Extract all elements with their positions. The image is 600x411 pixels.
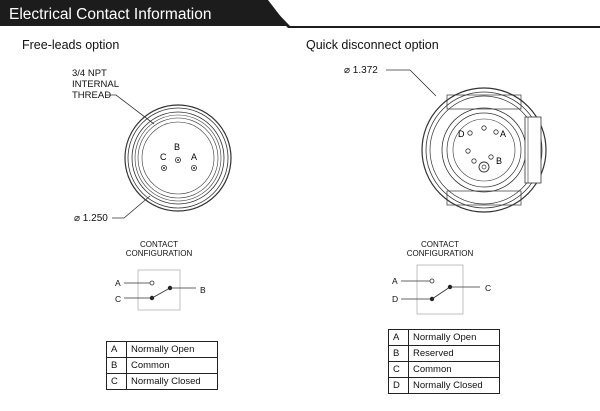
switch-label-b: B [200, 285, 206, 295]
thread-leader-line [106, 94, 155, 125]
header-background: Electrical Contact Information [0, 0, 600, 28]
table-row: B Common [106, 357, 218, 374]
header-bar: Electrical Contact Information [0, 0, 600, 32]
qd-config-title-1: CONTACT [421, 240, 459, 249]
qd-pin-label-a: A [500, 129, 506, 139]
qd-contact-config: CONTACT CONFIGURATION A D C [392, 240, 491, 315]
qd-pin-left [465, 148, 471, 154]
qd-switch-label-d: D [392, 294, 398, 304]
qd-diameter-label: ⌀ 1.372 [344, 65, 378, 76]
thread-label-line-2: INTERNAL [72, 79, 119, 90]
contact-value: Normally Closed [408, 377, 500, 394]
contact-value: Normally Closed [126, 373, 218, 390]
qd-pin-d [467, 130, 473, 136]
pin-b [174, 156, 181, 163]
table-row: A Normally Open [388, 329, 500, 346]
free-leads-contact-table: A Normally Open B Common C Normally Clos… [106, 341, 218, 390]
thread-label-line-1: 3/4 NPT [72, 68, 107, 79]
thread-label: 3/4 NPT INTERNAL THREAD [72, 68, 119, 101]
contact-key: A [106, 341, 127, 358]
qd-contact-table: A Normally Open B Reserved C Common D No… [388, 329, 500, 394]
pin-label-b: B [174, 142, 180, 152]
table-row: D Normally Closed [388, 377, 500, 394]
header-title: Electrical Contact Information [9, 6, 211, 23]
free-leads-contact-config: CONTACT CONFIGURATION A C B [115, 240, 206, 311]
free-leads-switch-box [137, 269, 181, 311]
pin-a-center [193, 167, 195, 169]
pin-a [190, 164, 197, 171]
qd-pin-lower [471, 158, 477, 164]
contact-value: Common [408, 361, 500, 378]
pin-label-c: C [160, 152, 167, 162]
free-leads-title: Free-leads option [22, 38, 120, 52]
qd-pin-b [488, 154, 494, 160]
switch-label-c: C [115, 294, 121, 304]
free-leads-pins: C B A [160, 142, 197, 171]
contact-value: Common [126, 357, 218, 374]
pin-c-center [163, 167, 165, 169]
qd-switch-box [416, 264, 464, 315]
table-row: C Common [388, 361, 500, 378]
qd-switch-label-c: C [485, 283, 491, 293]
contact-key: A [388, 329, 409, 346]
qd-pin-label-b: B [496, 156, 502, 166]
qd-pin-key-inner [481, 164, 487, 170]
quick-disconnect-title: Quick disconnect option [306, 38, 439, 52]
qd-pin-a [493, 129, 499, 135]
qd-config-title-2: CONFIGURATION [407, 249, 474, 258]
contact-key: C [388, 361, 409, 378]
contact-value: Normally Open [126, 341, 218, 358]
qd-switch-label-a: A [392, 276, 398, 286]
pin-c [160, 164, 167, 171]
contact-value: Reserved [408, 345, 500, 362]
contact-key: B [388, 345, 409, 362]
contact-key: B [106, 357, 127, 374]
contact-key: C [106, 373, 127, 390]
contact-value: Normally Open [408, 329, 500, 346]
free-leads-config-title-2: CONFIGURATION [126, 249, 193, 258]
qd-pin-label-d: D [458, 129, 465, 139]
quick-disconnect-pins: D A B [458, 125, 506, 173]
contact-key: D [388, 377, 409, 394]
qd-diameter-leader [386, 69, 437, 97]
qd-pin-key [478, 161, 490, 173]
table-row: A Normally Open [106, 341, 218, 358]
table-row: C Normally Closed [106, 373, 218, 390]
qd-pin-top [481, 125, 487, 131]
free-leads-connector [124, 104, 232, 212]
thread-label-line-3: THREAD [72, 90, 111, 101]
free-leads-diameter-leader [112, 195, 151, 219]
table-row: B Reserved [388, 345, 500, 362]
pin-label-a: A [191, 152, 197, 162]
free-leads-diameter-label: ⌀ 1.250 [74, 213, 108, 224]
pin-b-center [177, 159, 179, 161]
free-leads-config-title-1: CONTACT [140, 240, 178, 249]
switch-label-a: A [115, 278, 121, 288]
quick-disconnect-connector [421, 87, 547, 213]
